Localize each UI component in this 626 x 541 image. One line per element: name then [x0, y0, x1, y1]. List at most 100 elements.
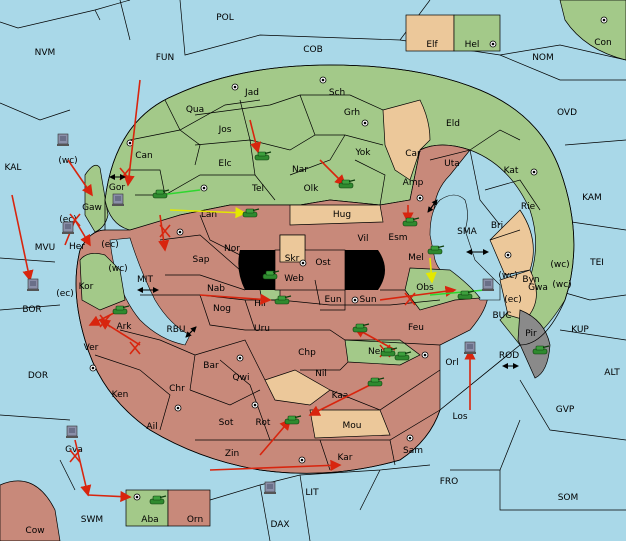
land-label-jad: Jad: [244, 88, 259, 98]
land-label-gor: Gor: [109, 183, 125, 193]
sea-label-pol: POL: [216, 13, 234, 23]
coast-label-ec: (ec): [504, 295, 522, 305]
land-label-con: Con: [594, 38, 612, 48]
sea-label-bor: BOR: [22, 305, 41, 315]
land-label-hug: Hug: [333, 210, 351, 220]
province-orn[interactable]: [167, 489, 211, 527]
land-label-nar: Nar: [292, 165, 308, 175]
sea-label-ovd: OVD: [557, 108, 577, 118]
sea-label-sma: SMA: [457, 227, 477, 237]
land-label-qwi: Qwi: [233, 373, 250, 383]
province-hug[interactable]: [289, 204, 384, 226]
sea-label-gvp: GVP: [556, 405, 575, 415]
land-label-kat: Kat: [504, 166, 519, 176]
land-label-gaw: Gaw: [82, 203, 102, 213]
sea-label-kup: KUP: [571, 325, 589, 335]
land-label-kaa: Kaa: [332, 391, 349, 401]
land-label-elc: Elc: [218, 159, 231, 169]
land-label-tel: Tel: [251, 184, 264, 194]
province-rie[interactable]: [489, 209, 534, 276]
sea-label-som: SOM: [558, 493, 579, 503]
land-label-aba: Aba: [141, 515, 158, 525]
land-label-bri: Bri: [491, 221, 503, 231]
land-label-cow: Cow: [25, 526, 44, 536]
province-nil[interactable]: [264, 369, 331, 406]
coast-label-wc: (wc): [552, 280, 571, 290]
land-label-nor: Nor: [224, 244, 240, 254]
sea-label-nvm: NVM: [35, 48, 56, 58]
province-gaw[interactable]: [84, 164, 109, 233]
coast-label-wc: (wc): [550, 260, 569, 270]
province-cow[interactable]: [0, 480, 61, 541]
sea-label-mit: MIT: [137, 275, 153, 285]
adjacency-arrows: [109, 174, 519, 369]
land-label-grh: Grh: [344, 108, 360, 118]
land-label-neu: Neu: [368, 347, 386, 357]
land-label-pir: Pir: [525, 329, 537, 339]
land-label-feu: Feu: [408, 323, 424, 333]
land-label-mel: Mel: [408, 253, 424, 263]
land-label-zin: Zin: [225, 449, 239, 459]
land-label-esm: Esm: [388, 233, 407, 243]
province-aba[interactable]: [125, 489, 169, 527]
land-label-yok: Yok: [354, 148, 371, 158]
land-label-mou: Mou: [343, 421, 362, 431]
fleet-unit: [26, 278, 40, 292]
province-hel[interactable]: [453, 14, 501, 52]
land-label-hel: Hel: [465, 40, 480, 50]
sea-label-fro: FRO: [440, 477, 459, 487]
sea-label-nom: NOM: [532, 53, 554, 63]
sea-label-kal: KAL: [5, 163, 22, 173]
sea-label-mvu: MVU: [35, 243, 56, 253]
sea-label-dor: DOR: [28, 371, 48, 381]
sea-label-fun: FUN: [156, 53, 175, 63]
coast-label-ec: (ec): [101, 240, 119, 250]
coast-label-ec: (ec): [56, 289, 74, 299]
land-label-orn: Orn: [187, 515, 203, 525]
sea-label-buc: BUC: [492, 311, 511, 321]
land-label-nil: Nil: [315, 369, 327, 379]
fleet-unit: [111, 193, 125, 207]
sea-label-dax: DAX: [270, 520, 289, 530]
province-mou[interactable]: [309, 409, 391, 439]
land-label-web: Web: [284, 274, 304, 284]
land-label-byn: Byn: [522, 275, 539, 285]
land-label-vil: Vil: [358, 234, 369, 244]
impassable-east: [345, 250, 385, 290]
sea-label-alt: ALT: [604, 368, 620, 378]
land-label-kor: Kor: [79, 282, 94, 292]
land-label-orl: Orl: [445, 358, 458, 368]
land-label-elf: Elf: [426, 40, 438, 50]
land-label-ver: Ver: [84, 343, 99, 353]
fleet-unit: [61, 221, 75, 235]
supply-centers: [89, 16, 608, 501]
land-label-ark: Ark: [116, 322, 132, 332]
coast-label-wc: (wc): [498, 271, 517, 281]
land-label-olk: Olk: [304, 184, 320, 194]
land-label-obs: Obs: [416, 283, 434, 293]
fleet-unit: [56, 133, 70, 147]
land-label-eld: Eld: [446, 119, 460, 129]
coast-label-ec: (ec): [59, 215, 77, 225]
land-label-rot: Rot: [256, 418, 271, 428]
sea-label-tei: TEI: [589, 258, 604, 268]
land-label-jos: Jos: [218, 125, 232, 135]
province-elf[interactable]: [405, 14, 455, 52]
province-pir[interactable]: [517, 309, 551, 379]
province-car[interactable]: [382, 99, 431, 181]
land-label-los: Los: [452, 412, 467, 422]
land-label-rie: Rie: [521, 202, 536, 212]
fleet-unit: [463, 341, 477, 355]
land-label-chp: Chp: [298, 348, 316, 358]
land-label-lan: Lan: [201, 210, 217, 220]
province-con[interactable]: [559, 0, 626, 61]
land-label-gva: Gva: [65, 445, 83, 455]
land-label-ost: Ost: [315, 258, 331, 268]
province-kor[interactable]: [79, 253, 126, 311]
land-label-gwa: Gwa: [528, 283, 548, 293]
sea-mit[interactable]: [109, 237, 191, 346]
land-label-eun: Eun: [324, 295, 341, 305]
province-obs[interactable]: [404, 267, 481, 311]
